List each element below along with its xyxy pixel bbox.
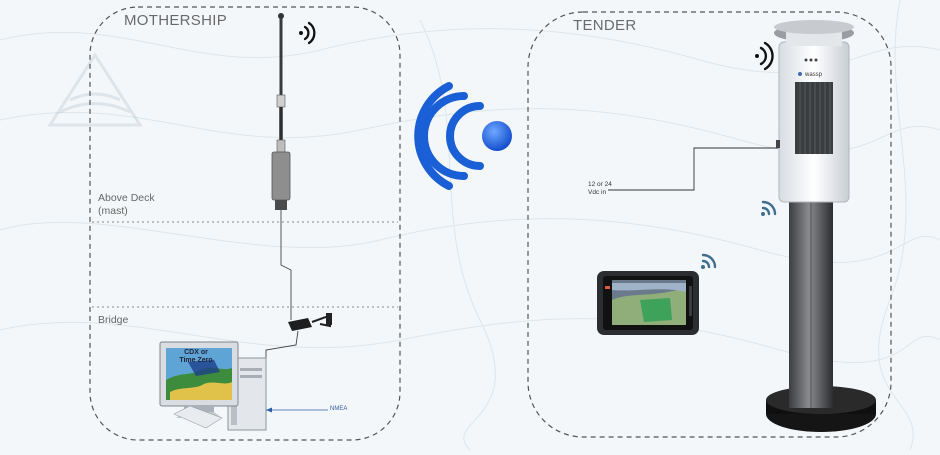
zone-above-deck-line2: (mast) xyxy=(98,205,128,217)
power-label-line2: Vdc in xyxy=(588,189,607,196)
monitor-screen-text: CDX or Time Zero xyxy=(176,349,216,365)
navigation-computer xyxy=(159,341,267,431)
power-label: 12 or 24 Vdc in xyxy=(588,181,612,197)
nmea-label: NMEA xyxy=(330,406,348,412)
monitor-text-line1: CDX or xyxy=(184,349,208,356)
tender-mount xyxy=(766,196,876,432)
wireless-link-icon xyxy=(414,82,484,190)
mast-antenna xyxy=(271,13,291,210)
nmea-line xyxy=(266,407,328,413)
wifi-icon-tablet xyxy=(701,253,717,269)
monitor-text-line2: Time Zero xyxy=(179,357,213,364)
watermark-logo xyxy=(47,52,143,127)
power-label-line1: 12 or 24 xyxy=(588,181,612,188)
mothership-title: MOTHERSHIP xyxy=(124,12,228,29)
tender-title: TENDER xyxy=(573,17,637,34)
interface-module xyxy=(265,313,332,365)
tender-panel xyxy=(527,11,892,438)
zone-bridge-label: Bridge xyxy=(98,314,129,326)
power-cable xyxy=(608,147,778,191)
mast-cable xyxy=(280,210,292,320)
zone-above-deck-line1: Above Deck xyxy=(98,192,155,204)
wifi-icon-transceiver xyxy=(755,41,774,71)
wireless-dot xyxy=(482,121,512,151)
rugged-tablet xyxy=(597,271,699,335)
device-brand-text: wassp xyxy=(804,72,823,78)
wifi-icon-pole xyxy=(761,200,777,216)
wifi-icon-mast xyxy=(299,21,316,45)
zone-above-deck-label: Above Deck (mast) xyxy=(98,192,155,218)
tender-transceiver: wassp xyxy=(774,20,854,203)
